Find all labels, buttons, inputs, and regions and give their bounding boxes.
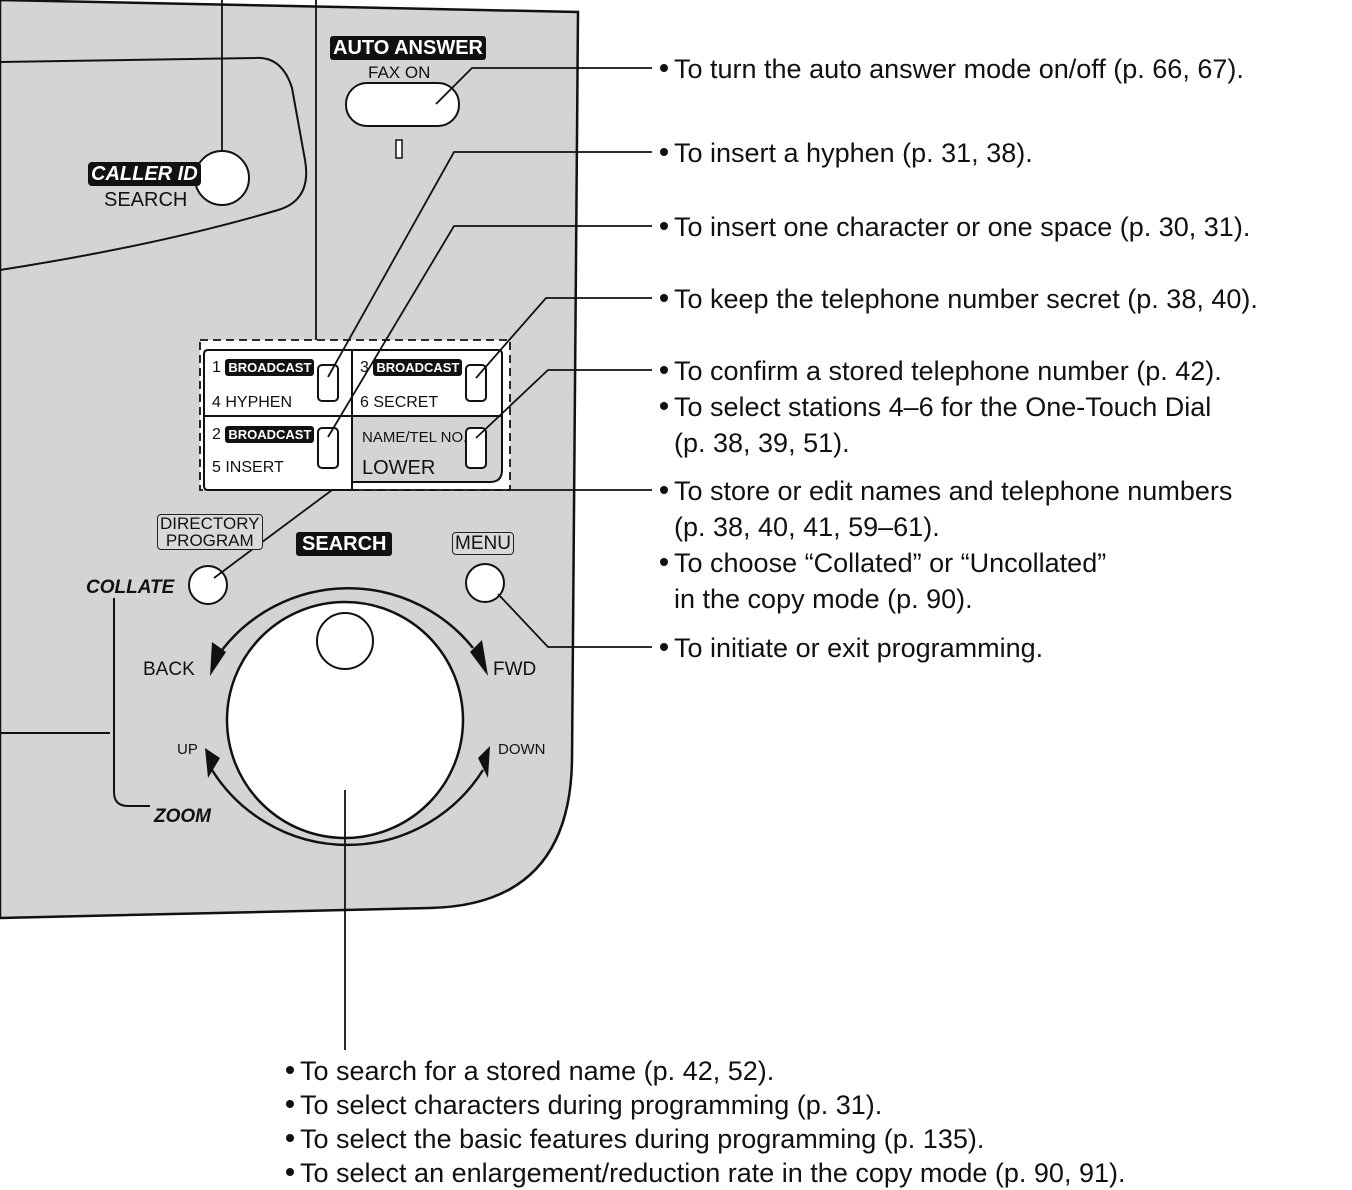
annotation-directory-3: To choose “Collated” or “Uncollated” [660, 550, 1106, 577]
name-tel-label: NAME/TEL NO. [362, 429, 468, 446]
annotation-lower-3: (p. 38, 39, 51). [674, 428, 850, 458]
annotation-secret: To keep the telephone number secret (p. … [660, 286, 1258, 313]
lower-button [465, 427, 487, 469]
one-touch-1-label: 1 BROADCAST [212, 359, 315, 376]
panel-inner-curve [0, 56, 308, 271]
lower-button-zone [351, 415, 503, 483]
menu-button [465, 563, 505, 603]
dial-ring-lower [210, 769, 485, 847]
one-touch-2-label: 2 BROADCAST [212, 426, 315, 443]
annotation-dial-3: To select the basic features during prog… [286, 1126, 984, 1153]
lower-label: LOWER [362, 457, 436, 479]
directory-program-label: DIRECTORY PROGRAM [157, 514, 263, 550]
dial-ring-upper [221, 586, 474, 651]
annotation-directory-4: in the copy mode (p. 90). [674, 584, 973, 614]
caller-id-button [194, 150, 250, 206]
annotation-dial-4: To select an enlargement/reduction rate … [286, 1160, 1125, 1187]
annotation-lower-2: To select stations 4–6 for the One-Touch… [660, 394, 1211, 421]
secret-label: 6 SECRET [360, 394, 439, 411]
annotation-lower-1: To confirm a stored telephone number (p.… [660, 358, 1222, 385]
insert-label: 5 INSERT [212, 459, 284, 476]
annotation-insert: To insert one character or one space (p.… [660, 214, 1250, 241]
menu-label: MENU [452, 532, 514, 555]
one-touch-button-1 [317, 364, 339, 402]
auto-answer-indicator [395, 139, 403, 159]
auto-answer-button [345, 82, 460, 127]
down-label: DOWN [498, 741, 546, 758]
up-label: UP [177, 741, 198, 758]
zoom-label: ZOOM [154, 806, 211, 827]
one-touch-button-2 [317, 427, 339, 469]
annotation-directory-1: To store or edit names and telephone num… [660, 478, 1232, 505]
leader-lines [213, 67, 652, 1050]
fwd-label: FWD [493, 659, 537, 680]
annotation-directory-2: (p. 38, 40, 41, 59–61). [674, 512, 940, 542]
search-dial-grip [316, 612, 374, 670]
caller-id-title: CALLER ID [88, 162, 201, 186]
annotation-dial-1: To search for a stored name (p. 42, 52). [286, 1058, 774, 1085]
annotation-auto-answer: To turn the auto answer mode on/off (p. … [660, 56, 1244, 83]
auto-answer-sub: FAX ON [368, 63, 431, 82]
one-touch-3-label: 3 BROADCAST [360, 359, 463, 376]
collate-label: COLLATE [86, 577, 175, 598]
auto-answer-title: AUTO ANSWER [330, 36, 486, 60]
annotation-hyphen: To insert a hyphen (p. 31, 38). [660, 140, 1033, 167]
search-title: SEARCH [296, 532, 393, 556]
annotation-menu: To initiate or exit programming. [660, 635, 1043, 662]
annotation-dial-2: To select characters during programming … [286, 1092, 882, 1119]
hyphen-label: 4 HYPHEN [212, 394, 293, 411]
caller-id-sub: SEARCH [104, 189, 188, 211]
one-touch-button-3 [465, 364, 487, 402]
back-label: BACK [143, 659, 195, 680]
